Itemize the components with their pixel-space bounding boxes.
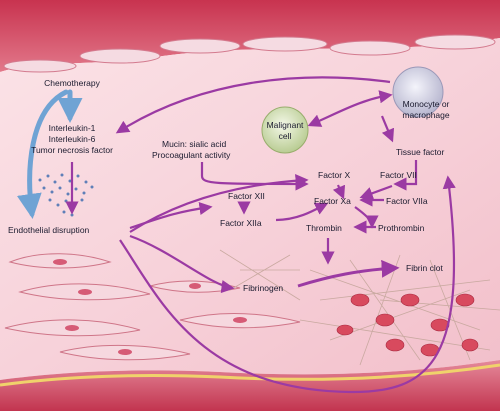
pathway-arrows	[65, 76, 456, 394]
label-interleukin-1: Interleukin-1	[49, 123, 96, 133]
label-thrombin: Thrombin	[306, 223, 342, 233]
label-factor-xa: Factor Xa	[314, 196, 351, 206]
vessel-wall-stripe	[0, 363, 500, 387]
label-endothelial-disruption: Endothelial disruption	[8, 225, 90, 235]
label-malignant-line1: Malignant	[267, 120, 304, 130]
label-factor-xii: Factor XII	[228, 191, 265, 201]
label-tissue-factor: Tissue factor	[396, 147, 445, 157]
monocyte-cell	[392, 66, 444, 118]
label-mucin-line1: Mucin: sialic acid	[162, 139, 227, 149]
label-interleukin-6: Interleukin-6	[49, 134, 96, 144]
cell-nuclei	[53, 259, 247, 355]
vessel-wall-bottom	[0, 360, 500, 411]
label-malignant-line2: cell	[279, 131, 292, 141]
label-fibrin-clot: Fibrin clot	[406, 263, 443, 273]
label-fibrinogen: Fibrinogen	[243, 283, 283, 293]
label-factor-xiia: Factor XIIa	[220, 218, 262, 228]
label-chemotherapy: Chemotherapy	[44, 78, 101, 88]
label-monocyte-line2: macrophage	[402, 110, 450, 120]
label-mucin-line2: Procoagulant activity	[152, 150, 231, 160]
malignant-cell	[261, 106, 309, 154]
labels: Chemotherapy Interleukin-1 Interleukin-6…	[8, 78, 450, 293]
label-factor-viia: Factor VIIa	[386, 196, 428, 206]
red-cells-in-clot	[336, 293, 479, 357]
label-factor-vii: Factor VII	[380, 170, 417, 180]
label-prothrombin: Prothrombin	[378, 223, 425, 233]
label-factor-x: Factor X	[318, 170, 350, 180]
chemotherapy-arrows	[16, 89, 83, 219]
label-monocyte-line1: Monocyte or	[403, 99, 450, 109]
label-tnf: Tumor necrosis factor	[31, 145, 113, 155]
endothelial-cells-top	[3, 34, 496, 73]
